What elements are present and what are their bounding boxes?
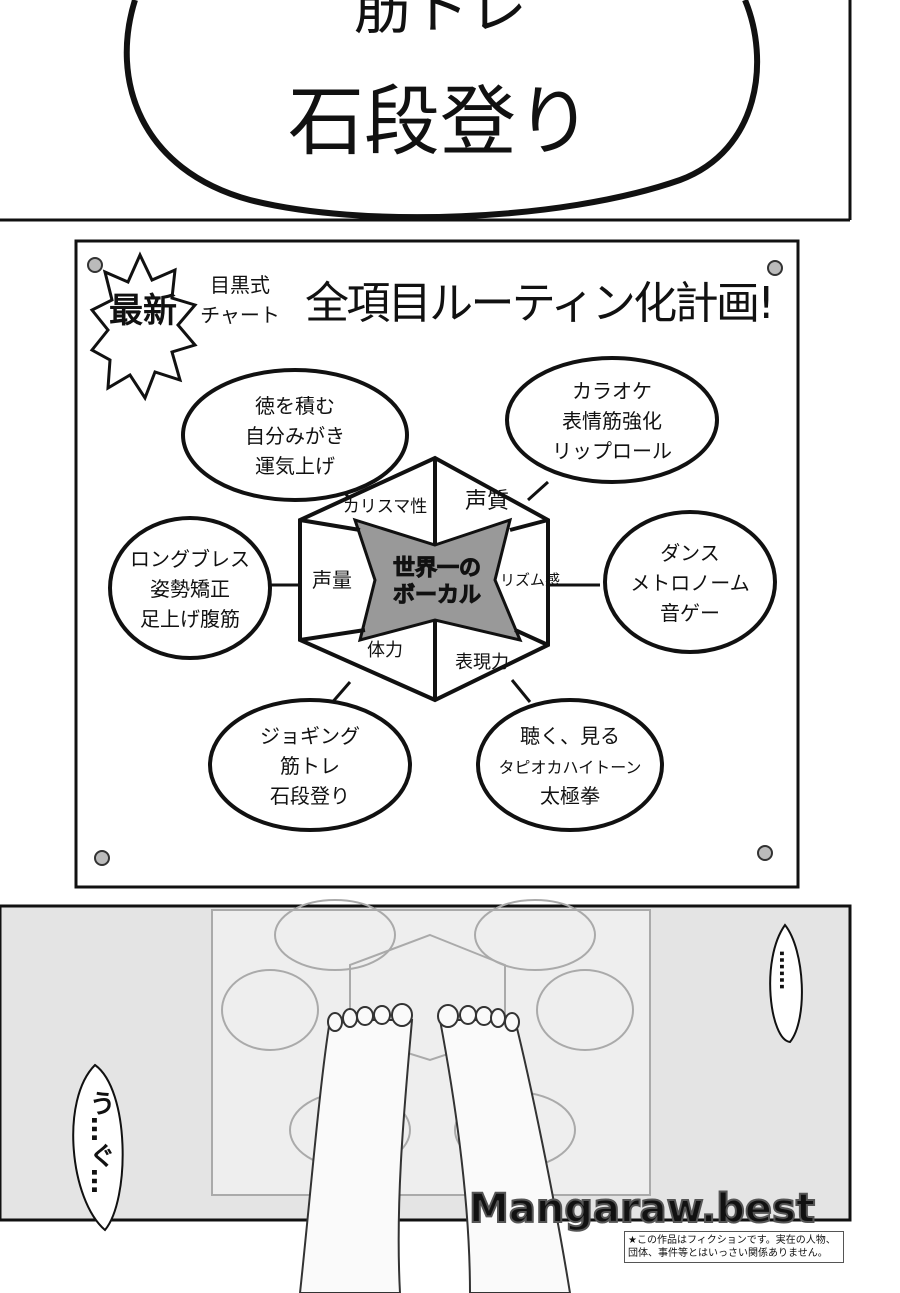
segment-voice-quality: 声質 xyxy=(465,489,509,514)
badge-new: 最新 xyxy=(109,291,177,331)
bubble-text-line: 筋トレ xyxy=(280,754,340,778)
pin-icon xyxy=(87,257,783,866)
bubble-text-line: 石段登り xyxy=(270,784,350,808)
bubble-text-line: タピオカハイトーン xyxy=(499,758,642,777)
bubble-text-line: 足上げ腹筋 xyxy=(140,607,240,631)
top-text-line2: 石段登り xyxy=(288,77,592,166)
segment-volume: 声量 xyxy=(312,568,352,592)
bubble-text-line: 姿勢矯正 xyxy=(150,577,230,601)
bubble-text-line: 自分みがき xyxy=(245,424,345,448)
bubble-text-line: 表情筋強化 xyxy=(562,409,662,433)
bubble-text-line: ジョギング xyxy=(260,724,360,748)
center-line2: ボーカル xyxy=(393,583,481,608)
subtitle-line2: チャート xyxy=(200,303,280,327)
bubble-text-line: リップロール xyxy=(552,439,672,463)
bubble-text-line: ダンス xyxy=(660,541,720,565)
bubble-text-line: 太極拳 xyxy=(540,784,600,808)
segment-stamina: 体力 xyxy=(367,640,403,661)
speech-text-left: う…ぐ… xyxy=(85,1090,115,1194)
speech-bubble-top xyxy=(123,0,761,221)
disclaimer: ★この作品はフィクションです。実在の人物、団体、事件等とはいっさい関係ありません… xyxy=(624,1231,844,1263)
faded-poster xyxy=(211,909,651,1196)
segment-expression: 表現力 xyxy=(455,652,509,673)
bubble-text-line: 聴く、見る xyxy=(520,724,620,748)
segment-charisma: カリスマ性 xyxy=(343,497,428,517)
bubble-text-line: 運気上げ xyxy=(255,454,335,478)
top-panel: 筋トレ 石段登り xyxy=(0,0,852,222)
bottom-panel: Mangaraw.best xyxy=(0,899,852,1293)
watermark: Mangaraw.best xyxy=(469,1186,815,1232)
bubble-text-line: メトロノーム xyxy=(630,571,749,595)
poster: 最新 目黒式 チャート 全項目ルーティン化計画! 徳を積む自分みがき運気上げカラ… xyxy=(74,239,800,889)
poster-title: 全項目ルーティン化計画! xyxy=(305,278,775,329)
speech-text-right: …… xyxy=(775,950,799,990)
bubble-text-line: 徳を積む xyxy=(255,394,335,418)
hexagon-chart xyxy=(298,455,550,703)
bubble-text-line: カラオケ xyxy=(572,379,652,403)
speech-bubble-right xyxy=(769,923,803,1044)
bubble-text-line: 音ゲー xyxy=(660,601,720,625)
feet xyxy=(298,1003,572,1293)
starburst-badge xyxy=(89,251,198,402)
center-line1: 世界一の xyxy=(393,556,481,581)
segment-rhythm: リズム感 xyxy=(500,571,560,589)
speech-bubble-left xyxy=(72,1063,124,1232)
bubble-text-line: ロングブレス xyxy=(130,547,250,571)
subtitle-line1: 目黒式 xyxy=(210,273,270,297)
top-text-line1: 筋トレ xyxy=(353,0,527,42)
